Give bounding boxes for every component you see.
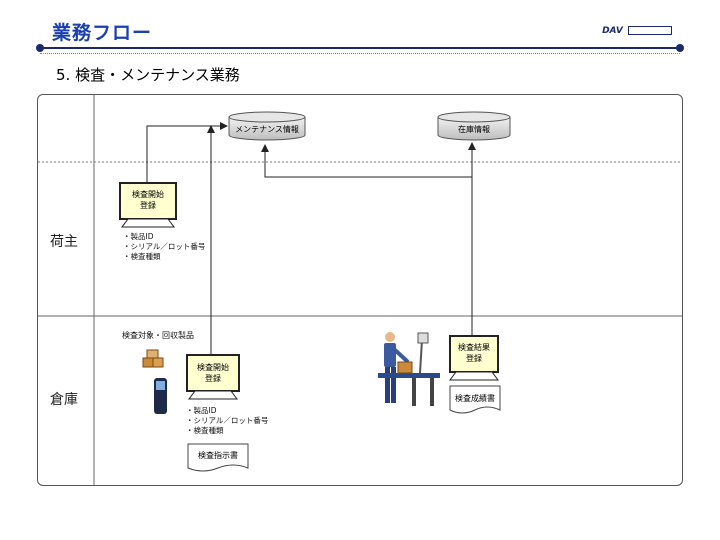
warehouse-fields-note: ・製品ID ・シリアル／ロット番号 ・検査種類 <box>186 406 268 436</box>
document-report <box>449 385 501 414</box>
target-products-label: 検査対象・回収製品 <box>122 331 194 340</box>
monitor-shipper-line1: 検査開始 <box>132 190 164 199</box>
warehouse-note-line2: ・シリアル／ロット番号 <box>186 416 269 425</box>
header-rule-dot-right <box>676 44 684 52</box>
lane-label-warehouse: 倉庫 <box>50 392 78 408</box>
section-title: 5. 検査・メンテナンス業務 <box>56 66 240 84</box>
monitor-warehouse-line2: 登録 <box>205 374 221 383</box>
monitor-shipper <box>119 182 177 228</box>
shipper-note-line2: ・シリアル／ロット番号 <box>123 242 206 251</box>
document-instruction-label: 検査指示書 <box>198 451 238 460</box>
monitor-shipper-label: 検査開始 登録 <box>120 189 176 211</box>
monitor-result-line2: 登録 <box>466 354 482 363</box>
inspection-worker-icon <box>378 332 440 406</box>
monitor-warehouse-label: 検査開始 登録 <box>187 362 239 384</box>
monitor-result-label: 検査結果 登録 <box>450 342 498 364</box>
header-rule <box>40 47 680 49</box>
handheld-scanner-icon <box>154 378 167 414</box>
shipper-note-line3: ・検査種類 <box>123 252 161 261</box>
brand-logo: DAV <box>602 26 672 36</box>
arrow-result-to-maintenance <box>261 144 473 336</box>
product-boxes-icon <box>142 349 164 368</box>
brand-logo-mark <box>628 26 672 35</box>
swimlane-frame <box>37 94 683 486</box>
document-instruction <box>187 443 249 472</box>
database-maintenance-label: メンテナンス情報 <box>235 125 299 134</box>
monitor-warehouse-line1: 検査開始 <box>197 363 229 372</box>
page-title: 業務フロー <box>52 22 153 44</box>
warehouse-note-line3: ・検査種類 <box>186 426 224 435</box>
arrow-shipper-to-maintenance <box>146 122 228 186</box>
database-inventory-label: 在庫情報 <box>458 125 490 134</box>
database-maintenance <box>228 111 306 141</box>
monitor-warehouse <box>186 354 240 400</box>
database-inventory <box>437 111 511 141</box>
header-dotted-rule <box>40 53 680 54</box>
monitor-result <box>449 335 499 381</box>
shipper-note-line1: ・製品ID <box>123 232 154 241</box>
lane-label-shipper: 荷主 <box>50 234 78 250</box>
monitor-shipper-line2: 登録 <box>140 201 156 210</box>
monitor-result-line1: 検査結果 <box>458 343 490 352</box>
document-report-label: 検査成績書 <box>455 394 495 403</box>
shipper-fields-note: ・製品ID ・シリアル／ロット番号 ・検査種類 <box>123 232 205 262</box>
header-rule-dot-left <box>36 44 44 52</box>
warehouse-note-line1: ・製品ID <box>186 406 217 415</box>
brand-logo-text: DAV <box>602 26 623 36</box>
